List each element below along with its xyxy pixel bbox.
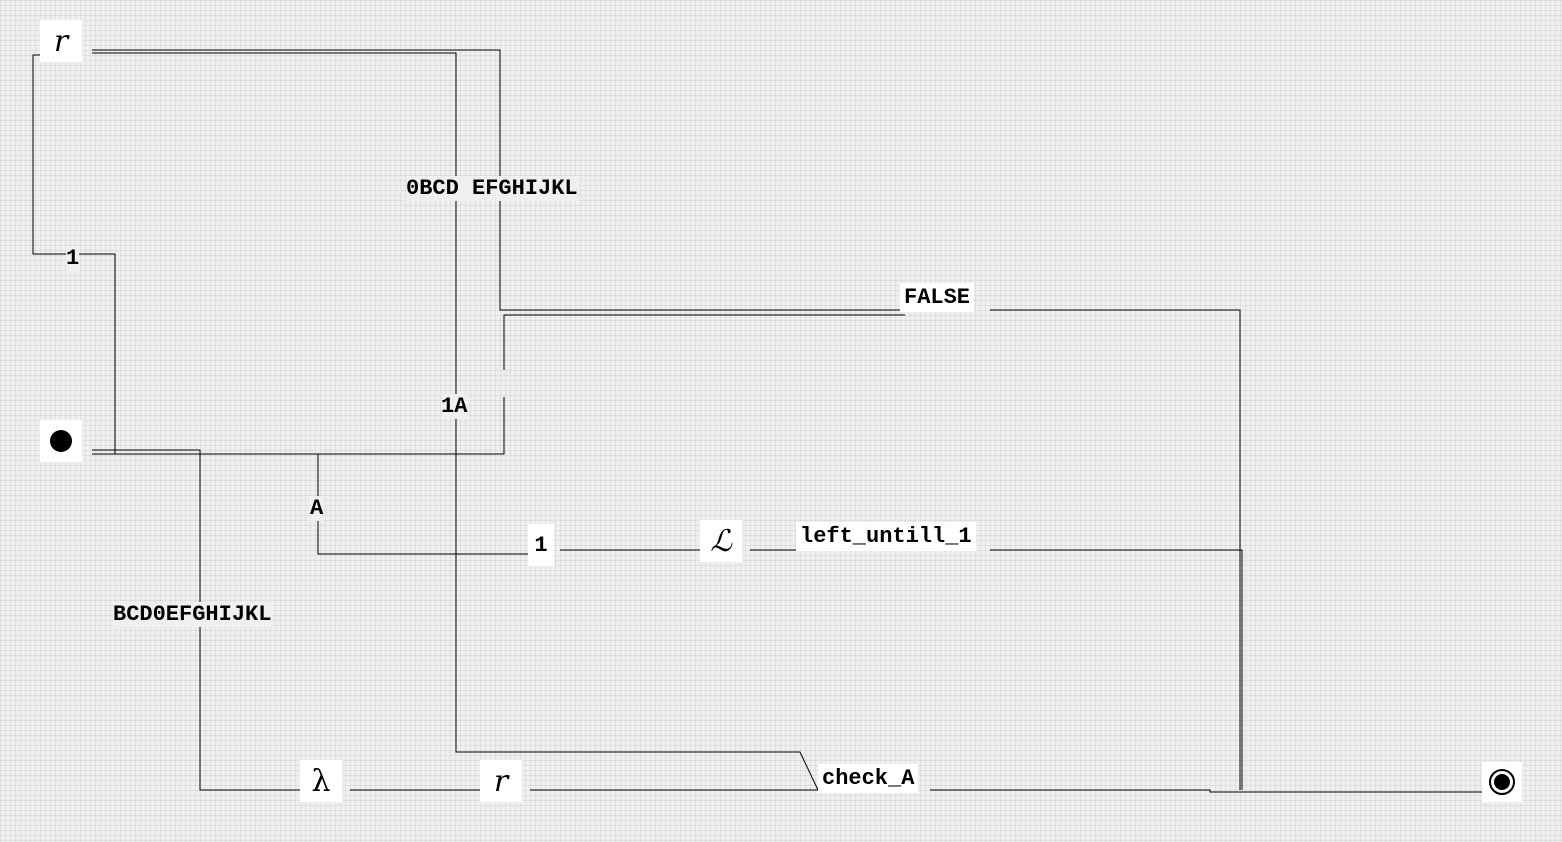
edge-to-false: [503, 314, 905, 370]
edge-label-bottom-chars: BCD0EFGHIJKL: [113, 602, 272, 627]
start-node[interactable]: [40, 420, 82, 462]
start-dot-icon: [50, 430, 72, 452]
one-node[interactable]: 1: [528, 524, 554, 566]
edge-label-loop-1: 1: [66, 246, 80, 271]
edge-label-top-chars: 0BCD EFGHIJKL: [406, 176, 578, 201]
edge-rtop-1A: [92, 52, 819, 791]
false-node[interactable]: FALSE: [900, 283, 975, 312]
accept-state-icon: [1489, 769, 1515, 795]
edge-A: [317, 454, 530, 555]
lambda-node[interactable]: λ: [300, 760, 342, 802]
r-top-node[interactable]: r: [40, 20, 82, 62]
edge-start-to-1A: [92, 397, 505, 455]
edge-label-A: A: [310, 496, 324, 521]
edge-check-end: [930, 789, 1490, 793]
edge-loop-1: [32, 54, 116, 454]
left-untill-1-node[interactable]: left_untill_1: [796, 522, 976, 551]
check-a-node[interactable]: check_A: [818, 764, 919, 793]
edge-left-end: [990, 549, 1243, 790]
r-bottom-node[interactable]: r: [480, 760, 522, 802]
edge-label-1A: 1A: [441, 394, 468, 419]
edge-false-end: [990, 309, 1241, 790]
end-node[interactable]: [1482, 762, 1522, 802]
L-node[interactable]: ℒ: [700, 520, 742, 562]
